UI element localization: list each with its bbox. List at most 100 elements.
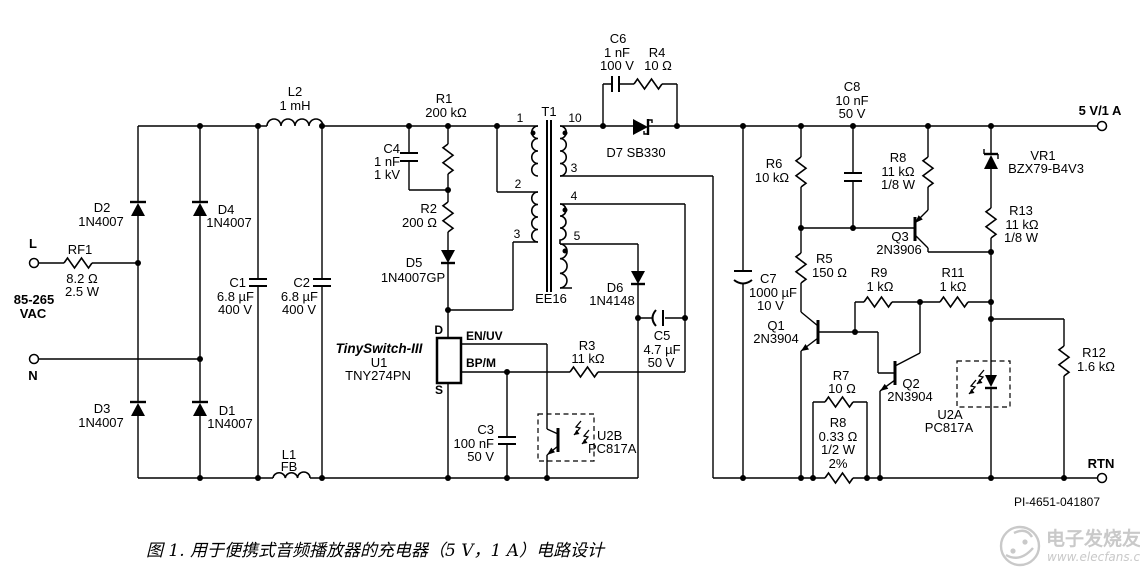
resistor-r8a-symbol [921,156,935,188]
ic-u1-body [435,336,463,385]
label-u2b-part: PC817A [588,441,637,456]
label-d4-ref: D4 [218,202,235,217]
label-q1-part: 2N3904 [753,331,799,346]
label-c5-v2: 50 V [648,355,675,370]
transformer-t1-symbol [530,120,568,292]
label-u1-part: TNY274PN [345,368,411,383]
label-c8-v2: 50 V [839,106,866,121]
diode-d3-symbol [130,400,146,416]
label-d4-part: 1N4007 [206,215,252,230]
label-r2-v1: 200 Ω [402,215,437,230]
label-r8b-ref: R8 [830,415,847,430]
label-input-range-1: 85-265 [14,292,54,307]
figure-caption: 图 1. 用于便携式音频播放器的充电器（5 V，1 A）电路设计 [146,541,606,561]
label-rf1-v2: 2.5 W [65,284,100,299]
label-u2a-part: PC817A [925,420,974,435]
label-c4-v1: 1 nF [374,154,400,169]
label-vr1-part: BZX79-B4V3 [1008,161,1084,176]
terminal-output [1096,120,1108,132]
label-r8a-ref: R8 [890,150,907,165]
resistor-r1-symbol [441,143,455,175]
label-r8a-v1: 11 kΩ [881,164,915,179]
watermark-logo-icon [999,525,1041,567]
label-terminal-n: N [28,368,37,383]
label-c7-v2: 10 V [757,298,784,313]
label-input-range-2: VAC [20,306,47,321]
label-r13-v1: 11 kΩ [1005,217,1039,232]
label-l2-v1: 1 mH [279,98,310,113]
diode-d4-symbol [192,200,208,216]
label-r11-ref: R11 [942,265,965,280]
label-t1-pin4: 4 [571,189,578,203]
label-c1-ref: C1 [229,275,246,290]
resistor-r12-symbol [1057,345,1071,377]
capacitor-c3-symbol [498,436,516,445]
label-r1-v1: 200 kΩ [425,105,467,120]
label-r12-v1: 1.6 kΩ [1077,359,1115,374]
watermark-logo-swoosh [1005,529,1034,559]
label-c3-v2: 50 V [467,449,494,464]
label-c5-v1: 4.7 µF [643,342,680,357]
label-d3-part: 1N4007 [78,415,124,430]
label-u1-pin-en: EN/UV [466,329,503,343]
label-r4-v1: 10 Ω [644,58,672,73]
resistor-r9-symbol [863,295,893,309]
label-r8a-v2: 1/8 W [881,177,916,192]
label-r2-ref: R2 [420,201,437,216]
label-return: RTN [1088,456,1115,471]
labels: L 85-265 VAC N RF1 8.2 Ω 2.5 W D2 1N4007… [14,31,1122,561]
label-l2-ref: L2 [288,84,302,99]
zener-vr1-symbol [983,149,999,169]
label-c1-v2: 400 V [218,302,252,317]
label-c2-v1: 6.8 µF [281,289,318,304]
label-c2-v2: 400 V [282,302,316,317]
label-r8b-v1: 0.33 Ω [819,429,858,444]
label-r13-ref: R13 [1009,203,1033,218]
label-c7-v1: 1000 µF [749,285,797,300]
label-c3-ref: C3 [477,422,494,437]
label-u1-pin-s: S [435,383,443,397]
transistor-q3-symbol [913,209,929,249]
label-u1-ref: U1 [371,355,388,370]
label-c3-v1: 100 nF [454,436,495,451]
watermark-url: www.elecfans.com [1047,550,1140,564]
diode-d5-symbol [441,250,455,265]
label-r13-v2: 1/8 W [1004,230,1039,245]
label-q1-ref: Q1 [767,318,784,333]
diode-d6-symbol [631,271,645,286]
label-doc-number: PI-4651-041807 [1014,495,1100,509]
circuit-wires [39,83,1097,479]
label-r8b-v3: 2% [829,456,848,471]
label-terminal-l: L [29,236,37,251]
label-c8-ref: C8 [844,79,861,94]
label-l1-ref: L1 [282,447,296,462]
label-vr1-ref: VR1 [1030,148,1055,163]
label-q2-ref: Q2 [902,376,919,391]
label-c6-v2: 100 V [600,58,634,73]
label-u1-pin-d: D [434,323,443,337]
resistor-r6-symbol [794,156,808,188]
label-q2-part: 2N3904 [887,389,933,404]
capacitor-c1-symbol [249,278,267,287]
label-d7-ref: D7 SB330 [606,145,665,160]
label-c7-ref: C7 [760,271,777,286]
label-r5-ref: R5 [816,251,833,266]
label-t1-core: EE16 [535,291,567,306]
label-r12-ref: R12 [1082,345,1106,360]
label-d2-part: 1N4007 [78,214,124,229]
label-q3-part: 2N3906 [876,242,922,257]
resistor-rf1-symbol [63,256,93,270]
capacitor-c2-symbol [313,278,331,287]
watermark: 电子发烧友 www.elecfans.com [999,525,1140,567]
label-r7-ref: R7 [833,368,850,383]
component-symbols [63,76,1071,485]
inductor-l1-symbol [272,471,311,479]
resistor-r2-symbol [441,201,455,233]
terminal-neutral [28,353,40,365]
label-l1-v1: FB [281,459,298,474]
label-r4-ref: R4 [649,45,666,60]
label-c1-v1: 6.8 µF [217,289,254,304]
diode-d7-symbol [633,119,653,135]
